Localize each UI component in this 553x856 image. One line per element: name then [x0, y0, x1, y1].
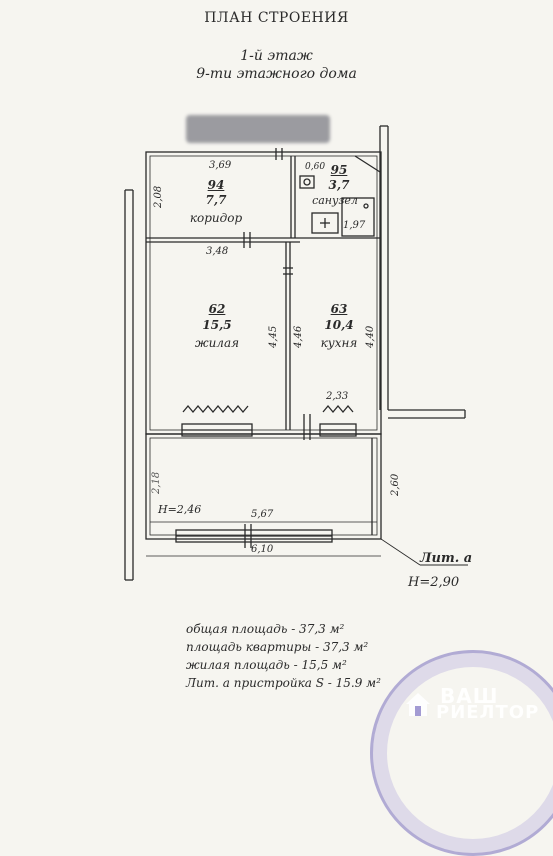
dim-kitchen-bottom: 2,33 — [326, 391, 349, 402]
summary-apartment-area: площадь квартиры - 37,3 м² — [186, 640, 369, 654]
building-subtitle: 9-ти этажного дома — [196, 66, 357, 82]
room-94-number: 94 — [207, 178, 225, 192]
watermark-line2: РИЕЛТОР — [436, 702, 540, 723]
room-62-number: 62 — [208, 302, 226, 316]
dim-corridor-top: 3,69 — [209, 160, 232, 171]
room-62-area: 15,5 — [202, 318, 232, 332]
dim-bath-side: 1,97 — [343, 220, 366, 231]
annex-height: Н=2,90 — [408, 575, 460, 590]
room-63-number: 63 — [330, 302, 348, 316]
floor-subtitle: 1-й этаж — [240, 48, 313, 64]
dim-living-right: 4,45 — [268, 325, 279, 348]
dim-annex-outer: 6,10 — [251, 544, 274, 555]
dim-corridor-left: 2,08 — [153, 185, 164, 208]
room-62-name: жилая — [194, 336, 240, 350]
room-94-area: 7,7 — [205, 193, 227, 207]
room-63-area: 10,4 — [324, 318, 354, 332]
dim-bath-small: 0,60 — [305, 162, 326, 172]
dim-living-top: 3,48 — [206, 246, 229, 257]
floor-plan-drawing — [124, 125, 468, 581]
dim-annex-left: 2,18 — [151, 471, 162, 494]
dim-annex-inner: 5,67 — [251, 509, 274, 520]
house-icon — [406, 693, 430, 716]
watermark-line1: ВАШ — [440, 684, 499, 708]
floor-plan-page: ПЛАН СТРОЕНИЯ 1-й этаж 9-ти этажного дом… — [124, 10, 553, 856]
annex-inner-height: Н=2,46 — [158, 503, 202, 516]
summary-annex-area: Лит. а пристройка S - 15.9 м² — [186, 676, 381, 690]
redacted-address-bar — [186, 115, 330, 143]
room-95-number: 95 — [330, 163, 348, 177]
summary-living-area: жилая площадь - 15,5 м² — [186, 658, 347, 672]
room-94-name: коридор — [189, 211, 243, 225]
annex-label: Лит. а — [420, 551, 473, 566]
dim-kitchen-left: 4,46 — [293, 325, 304, 348]
page-title: ПЛАН СТРОЕНИЯ — [204, 10, 349, 26]
room-95-area: 3,7 — [328, 178, 350, 192]
summary-total-area: общая площадь - 37,3 м² — [186, 622, 345, 636]
room-95-name: санузел — [312, 194, 358, 207]
dim-annex-right: 2,60 — [390, 473, 401, 496]
room-63-name: кухня — [320, 336, 358, 350]
